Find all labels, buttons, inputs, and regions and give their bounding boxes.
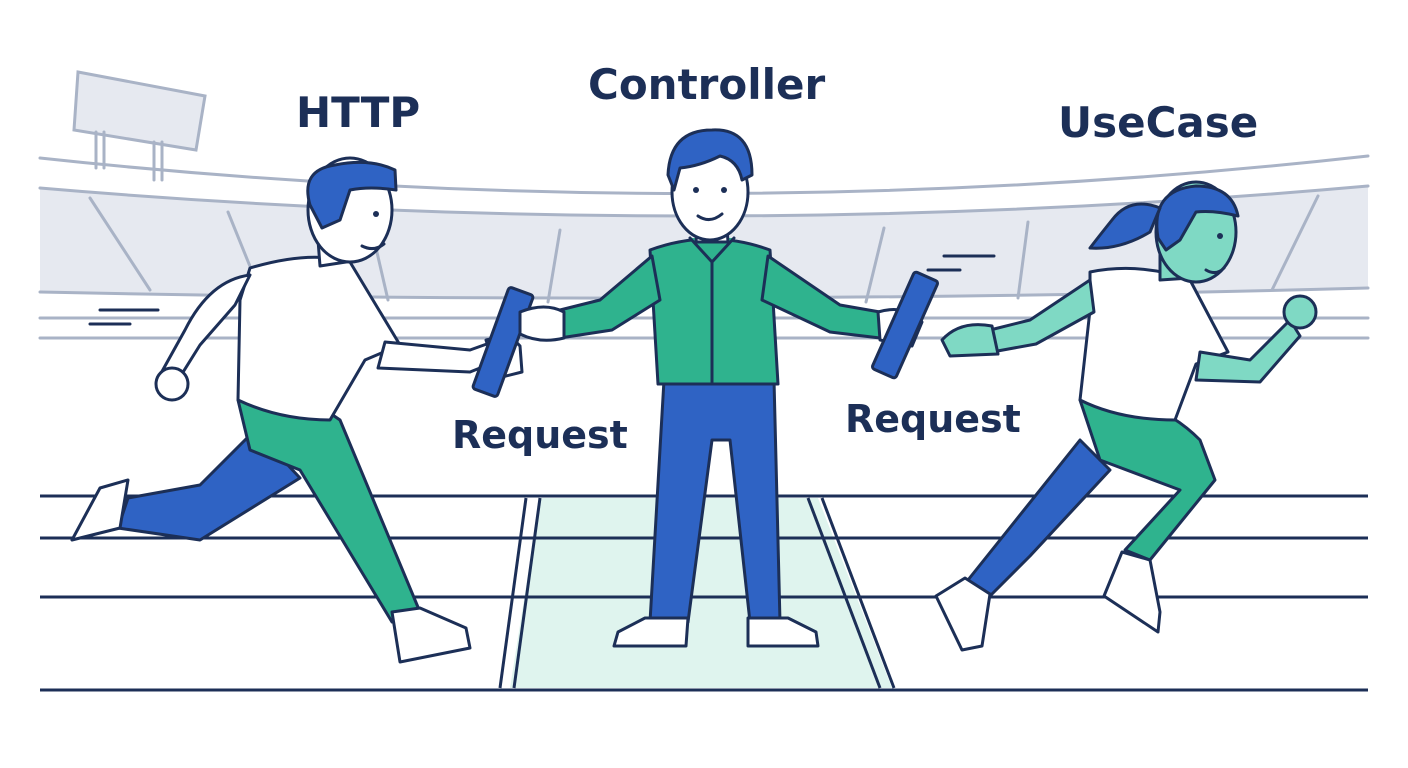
- usecase-label: UseCase: [1058, 98, 1259, 147]
- controller-label: Controller: [588, 60, 826, 109]
- motion-lines: [88, 254, 996, 326]
- runner-usecase: [934, 180, 1318, 652]
- baton-right: [871, 270, 939, 380]
- scoreboard: [72, 70, 207, 182]
- shoe-front: [1102, 550, 1162, 634]
- http-label: HTTP: [296, 88, 421, 137]
- shoe-back: [70, 478, 130, 542]
- shoe-left: [612, 616, 690, 648]
- runner-http: [70, 156, 524, 664]
- ponytail: [1088, 202, 1162, 250]
- shoe-front: [390, 606, 472, 664]
- baton-left: [471, 286, 535, 398]
- request-label-left: Request: [452, 413, 628, 457]
- shoe-right: [746, 616, 820, 648]
- request-label-right: Request: [845, 397, 1021, 441]
- shoe-back: [934, 576, 992, 652]
- controller-figure: [518, 128, 924, 648]
